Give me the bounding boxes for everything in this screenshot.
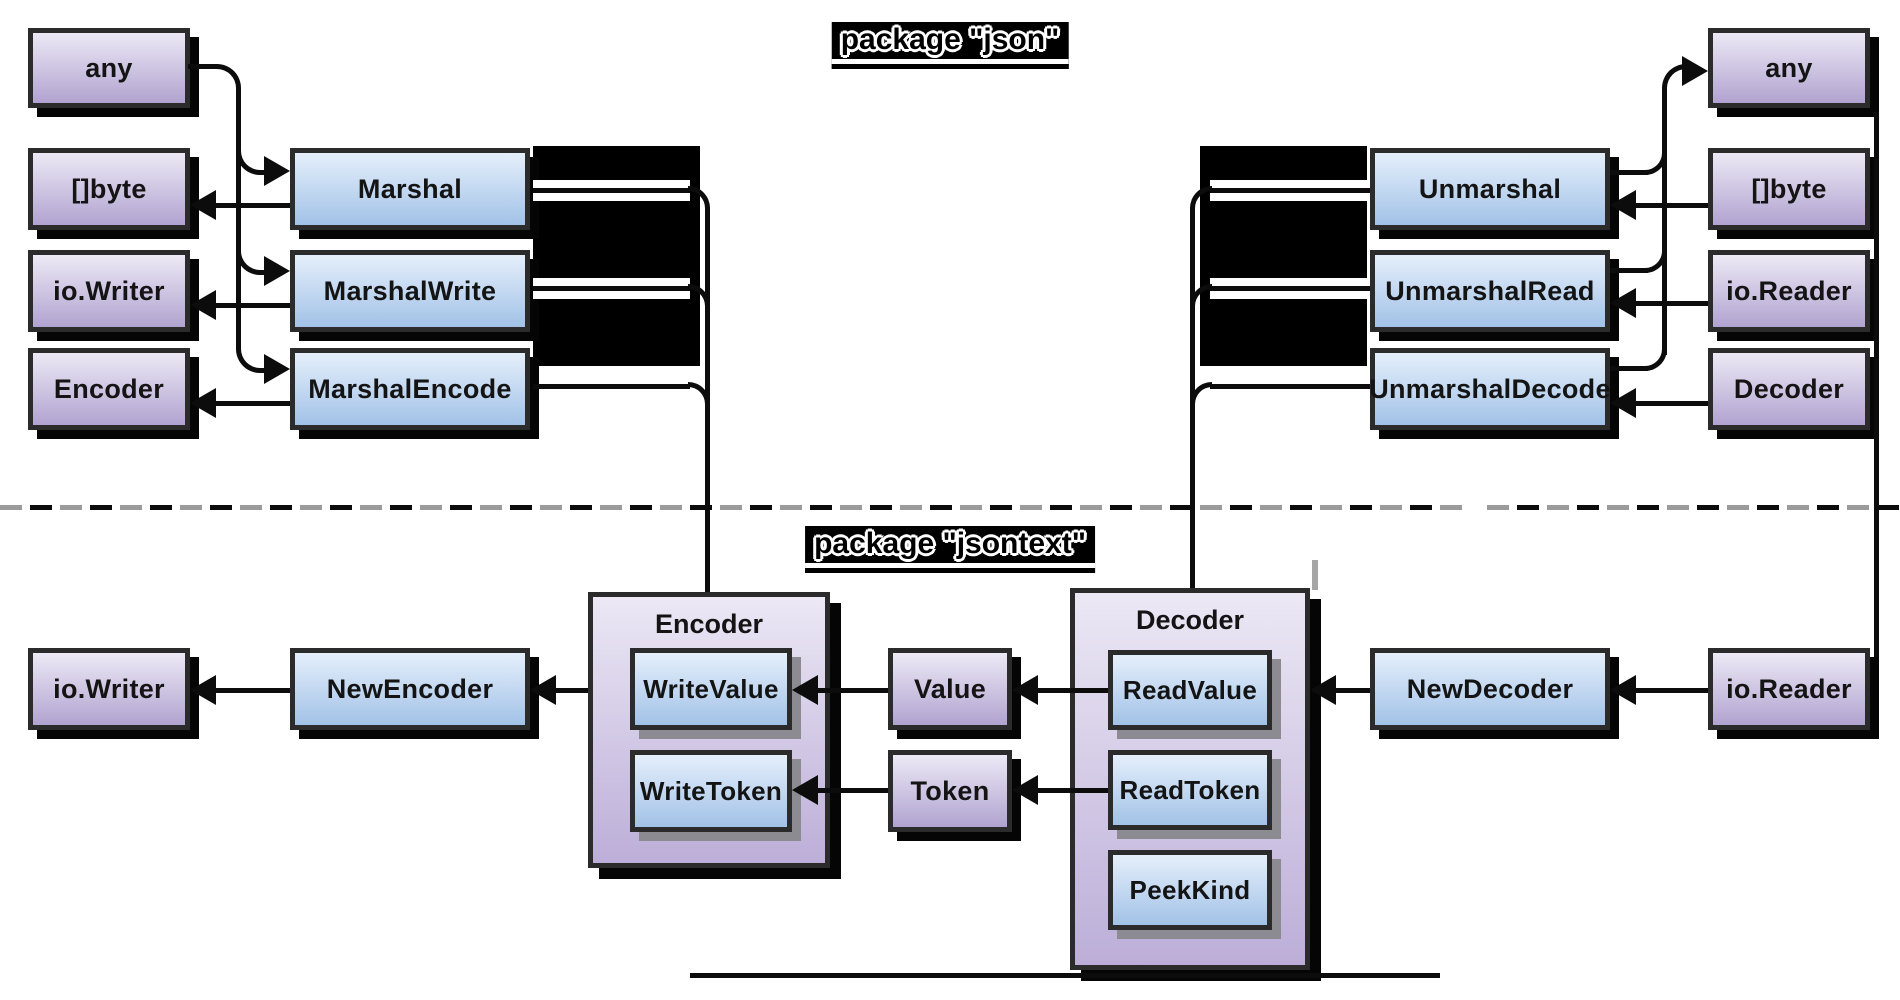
connector-line <box>1036 788 1108 793</box>
encoder-container-title: Encoder <box>654 609 764 639</box>
node-new-decoder: NewDecoder <box>1370 648 1610 730</box>
decoder-container-title: Decoder <box>1135 605 1245 635</box>
connector-line-cased <box>1210 278 1370 299</box>
node-any-input: any <box>28 28 190 108</box>
arrowhead <box>530 675 556 705</box>
connector-line <box>1610 366 1648 371</box>
node-unmarshal: Unmarshal <box>1370 148 1610 230</box>
connector-line <box>1634 401 1708 406</box>
connector-line <box>214 401 290 406</box>
connector-line <box>236 100 241 350</box>
connector-line <box>214 303 290 308</box>
connector-curve <box>236 242 266 275</box>
arrowhead <box>190 190 216 220</box>
connector-line-to-decoder <box>1190 212 1195 588</box>
redacted-black-rect <box>533 146 700 366</box>
arrowhead <box>1310 675 1336 705</box>
node-io-reader-jsontext: io.Reader <box>1708 648 1870 730</box>
node-marshal-encode: MarshalEncode <box>290 348 530 430</box>
arrowhead <box>190 388 216 418</box>
connector-line <box>1210 384 1370 389</box>
arrowhead <box>1610 288 1636 318</box>
node-io-reader-input: io.Reader <box>1708 250 1870 332</box>
connector-line <box>554 688 588 693</box>
connector-line <box>816 688 888 693</box>
connector-line <box>1634 688 1708 693</box>
node-peek-kind: PeekKind <box>1108 850 1272 930</box>
arrowhead <box>1610 675 1636 705</box>
package-json-title: package "json" <box>831 22 1069 69</box>
node-token: Token <box>888 750 1012 832</box>
connector-line <box>1334 688 1370 693</box>
connector-line <box>214 688 290 693</box>
connector-curve <box>688 186 710 216</box>
node-new-encoder: NewEncoder <box>290 648 530 730</box>
arrowhead <box>1610 190 1636 220</box>
arrowhead <box>792 775 818 805</box>
connector-curve <box>1662 64 1688 98</box>
connector-line <box>1634 203 1708 208</box>
node-marshal-write: MarshalWrite <box>290 250 530 332</box>
arrowhead <box>264 156 290 186</box>
node-encoder-output: Encoder <box>28 348 190 430</box>
arrowhead <box>190 290 216 320</box>
package-jsontext-title: package "jsontext" <box>805 526 1095 573</box>
connector-line-cased <box>533 278 690 299</box>
connector-curve <box>1190 186 1212 216</box>
node-read-token: ReadToken <box>1108 750 1272 830</box>
node-value: Value <box>888 648 1012 730</box>
node-write-value: WriteValue <box>630 648 792 730</box>
connector-line <box>816 788 888 793</box>
arrowhead <box>1610 388 1636 418</box>
node-read-value: ReadValue <box>1108 650 1272 730</box>
node-io-writer-jsontext: io.Writer <box>28 648 190 730</box>
connector-line-to-encoder <box>705 212 710 592</box>
arrowhead <box>1682 56 1708 86</box>
connector-curve <box>236 142 266 175</box>
connector-curve <box>236 340 266 373</box>
gray-stub-mark <box>1312 560 1318 590</box>
node-unmarshal-read: UnmarshalRead <box>1370 250 1610 332</box>
connector-line <box>1036 688 1108 693</box>
arrowhead <box>792 675 818 705</box>
connector-curve <box>188 64 241 106</box>
package-separator-dashed-line <box>0 505 1470 510</box>
connector-line <box>1662 90 1667 355</box>
node-byte-slice-input: []byte <box>1708 148 1870 230</box>
connector-line <box>1610 268 1648 273</box>
connector-line <box>533 384 690 389</box>
connector-line-cased <box>533 180 690 201</box>
connector-line <box>1634 301 1708 306</box>
connector-line <box>1610 170 1648 175</box>
arrowhead <box>264 256 290 286</box>
node-write-token: WriteToken <box>630 750 792 832</box>
arrowhead <box>1012 775 1038 805</box>
node-decoder-input: Decoder <box>1708 348 1870 430</box>
node-any-result: any <box>1708 28 1870 108</box>
arrowhead <box>1012 675 1038 705</box>
connector-line-right-edge <box>1874 112 1879 657</box>
arrowhead <box>190 675 216 705</box>
redacted-black-rect <box>1200 146 1367 366</box>
node-byte-slice-output: []byte <box>28 148 190 230</box>
arrowhead <box>264 354 290 384</box>
package-separator-dashed-line <box>1487 505 1900 510</box>
node-io-writer-output: io.Writer <box>28 250 190 332</box>
node-unmarshal-decode: UnmarshalDecode <box>1369 348 1610 430</box>
connector-line-cased <box>1210 180 1370 201</box>
connector-line <box>214 203 290 208</box>
bottom-rule-line <box>690 973 1440 978</box>
node-marshal: Marshal <box>290 148 530 230</box>
